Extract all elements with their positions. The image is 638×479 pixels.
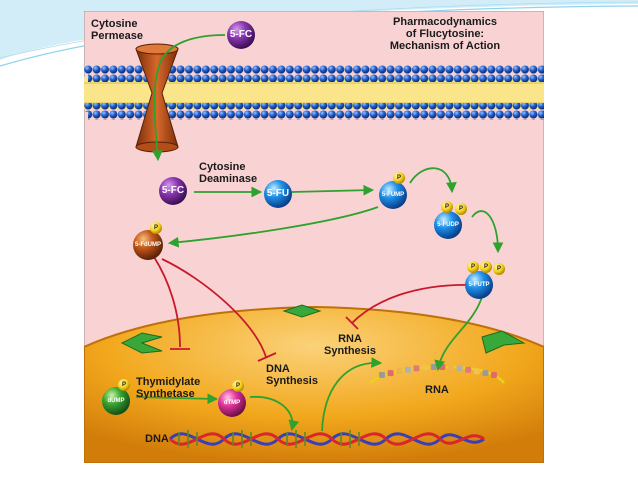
arrow-fump-to-fudp xyxy=(409,167,457,194)
arrow-5fc-entry xyxy=(151,34,226,162)
rna-nucleotide xyxy=(413,365,420,372)
molecule-5fump[interactable] xyxy=(379,172,407,209)
thymidylate-line-1: Thymidylate xyxy=(136,376,201,388)
label-dna-synthesis: DNA Synthesis xyxy=(266,363,318,387)
molecule-5fdump[interactable] xyxy=(133,222,163,260)
phosphate-icon xyxy=(393,172,405,184)
phosphate-label: P xyxy=(153,225,158,231)
label-5fc-outside: 5-FC xyxy=(229,29,253,40)
rna-nucleotide xyxy=(404,366,411,373)
molecule-5fc-outside[interactable] xyxy=(227,21,255,49)
label-thymidylate-synthetase: Thymidylate Synthetase xyxy=(136,376,200,400)
phosphate-label: P xyxy=(496,266,501,272)
membrane-heads-inner xyxy=(84,103,544,112)
dna-helix xyxy=(168,430,485,448)
deaminase-line-2: Deaminase xyxy=(199,173,258,185)
phosphate-icon xyxy=(467,261,479,273)
inhibit-rna-synthesis xyxy=(351,284,477,324)
dna-synthesis-line-1: DNA xyxy=(266,363,290,375)
phosphate-label: P xyxy=(396,175,401,181)
inhibit-thymidylate xyxy=(153,256,181,348)
rna-nucleotide xyxy=(456,365,463,372)
label-5fdump: 5-FdUMP xyxy=(135,242,161,248)
rna-nucleotide xyxy=(482,370,489,377)
activation-arrows xyxy=(135,34,504,432)
nuclear-envelope xyxy=(84,305,544,463)
rna-nucleotide xyxy=(387,370,394,377)
label-dtmp: dTMP xyxy=(223,400,241,406)
rna-nucleotide xyxy=(447,364,454,371)
rna-nucleotide xyxy=(439,364,446,371)
label-rna: RNA xyxy=(425,384,449,396)
label-cytosine-permease: Cytosine Permease xyxy=(91,18,143,42)
phosphate-label: P xyxy=(121,382,126,388)
rna-synthesis-line-1: RNA xyxy=(338,333,362,345)
phosphate-label: P xyxy=(458,206,463,212)
nuclear-pore-right xyxy=(481,330,526,354)
dna-synthesis-line-2: Synthesis xyxy=(266,375,318,387)
label-5fc-inside: 5-FC xyxy=(161,185,185,196)
label-5futp: 5-FUTP xyxy=(468,282,490,288)
deaminase-line-1: Cytosine xyxy=(199,161,246,173)
label-cytosine-deaminase: Cytosine Deaminase xyxy=(199,161,257,185)
phosphate-icon xyxy=(480,261,492,273)
phosphate-icon xyxy=(441,201,453,213)
permease-line-1: Cytosine xyxy=(91,18,138,30)
title-line-2: of Flucytosine: xyxy=(405,28,485,40)
inhibition-lines xyxy=(153,256,477,362)
phosphate-icon xyxy=(232,380,244,392)
title-line-3: Mechanism of Action xyxy=(389,40,501,52)
rna-synthesis-line-2: Synthesis xyxy=(324,345,376,357)
label-5fudp: 5-FUDP xyxy=(437,222,459,228)
phosphate-label: P xyxy=(483,264,488,270)
nuclear-pore-left xyxy=(120,332,163,354)
flucytosine-mechanism-diagram xyxy=(84,11,544,463)
label-rna-synthesis: RNA Synthesis xyxy=(324,333,376,357)
phosphate-icon xyxy=(455,203,467,215)
thymidylate-line-2: Synthetase xyxy=(136,388,195,400)
rna-nucleotide xyxy=(491,372,497,378)
label-5fu: 5-FU xyxy=(266,188,290,199)
arrow-fudp-to-futp xyxy=(471,210,504,254)
label-dna: DNA xyxy=(145,433,169,445)
phosphate-icon xyxy=(493,263,505,275)
phosphate-label: P xyxy=(470,264,475,270)
molecule-5fc-inside[interactable] xyxy=(159,177,187,205)
permease-line-2: Permease xyxy=(91,30,143,42)
rna-nucleotide xyxy=(465,366,472,373)
rna-nucleotide xyxy=(473,368,480,375)
molecule-5fu[interactable] xyxy=(264,180,292,208)
molecule-5futp[interactable] xyxy=(465,261,505,299)
arrow-futp-to-rna xyxy=(434,296,483,372)
arrow-dtmp-to-dna xyxy=(249,396,300,432)
diagram-title: Pharmacodynamics of Flucytosine: Mechani… xyxy=(380,16,510,52)
arrow-fu-to-fump xyxy=(291,184,375,196)
nuclear-pore-center xyxy=(282,304,322,318)
phosphate-label: P xyxy=(235,383,240,389)
arrow-dump-to-dtmp xyxy=(135,393,219,405)
membrane-heads-outer xyxy=(84,65,544,74)
rna-nucleotide xyxy=(422,364,429,371)
nucleus xyxy=(84,304,544,463)
phosphate-label: P xyxy=(444,204,449,210)
phosphate-icon xyxy=(150,222,162,234)
membrane-heads-inner-2 xyxy=(88,111,544,120)
rna-nucleotide xyxy=(430,364,437,371)
molecule-dump[interactable] xyxy=(102,379,130,415)
arrow-dna-to-rna xyxy=(321,357,383,432)
label-dump: dUMP xyxy=(107,398,125,404)
title-line-1: Pharmacodynamics xyxy=(393,16,497,28)
rna-nucleotide xyxy=(379,372,385,378)
molecule-dtmp[interactable] xyxy=(218,380,246,417)
phosphate-icon xyxy=(118,379,130,391)
rna-nucleotide xyxy=(396,368,403,375)
arrow-fump-to-fdump xyxy=(167,206,379,248)
inhibit-dna-synthesis xyxy=(161,258,267,358)
label-5fump: 5-FUMP xyxy=(381,192,405,198)
membrane-heads-outer-2 xyxy=(88,73,544,82)
molecule-5fudp[interactable] xyxy=(434,201,467,239)
